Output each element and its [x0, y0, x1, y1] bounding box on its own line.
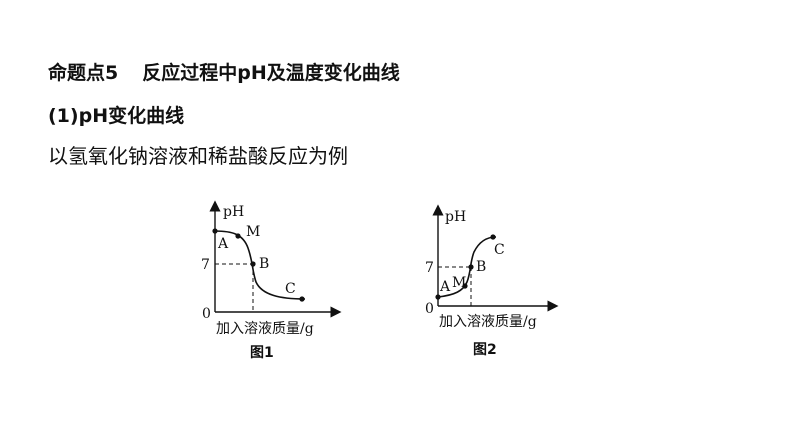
fig1-caption: 图1 [250, 345, 274, 361]
fig1-ph7-label: 7 [201, 257, 210, 273]
fig2-caption: 图2 [473, 342, 497, 358]
fig2-ph7-label: 7 [425, 260, 434, 276]
topic-heading: 命题点5 反应过程中pH及温度变化曲线 [48, 58, 400, 85]
topic-number: 命题点5 [48, 62, 119, 84]
fig1-label-a: A [217, 236, 229, 252]
fig1-label-b: B [259, 256, 269, 272]
fig1-y-axis-label: pH [223, 204, 244, 220]
section-subheading: (1)pH变化曲线 [48, 105, 185, 127]
fig2-label-a: A [439, 279, 451, 295]
fig1-point-c [299, 296, 305, 302]
figure-1: pH 0 7 A M B C 加入溶液质量/g 图1 [201, 200, 342, 361]
fig2-y-axis-label: pH [445, 209, 466, 225]
fig1-x-axis-label: 加入溶液质量/g [216, 321, 314, 337]
fig2-x-axis-label: 加入溶液质量/g [439, 314, 537, 330]
fig2-point-a [435, 294, 441, 300]
fig2-label-m: M [452, 275, 466, 291]
fig2-label-c: C [494, 242, 505, 258]
fig1-origin-label: 0 [202, 306, 211, 322]
fig2-point-m [462, 283, 468, 289]
fig1-label-c: C [285, 281, 296, 297]
fig1-point-b [250, 261, 256, 267]
fig2-point-c [490, 234, 496, 240]
fig1-point-m [235, 233, 241, 239]
fig1-point-a [212, 228, 218, 234]
fig1-label-m: M [246, 224, 260, 240]
fig2-point-b [468, 264, 474, 270]
topic-title: 反应过程中pH及温度变化曲线 [142, 62, 400, 84]
fig2-origin-label: 0 [425, 301, 434, 317]
example-description: 以氢氧化钠溶液和稀盐酸反应为例 [48, 144, 348, 168]
fig2-label-b: B [476, 259, 486, 275]
figure-2: pH 0 7 A M B C 加入溶液质量/g 图2 [425, 204, 559, 358]
